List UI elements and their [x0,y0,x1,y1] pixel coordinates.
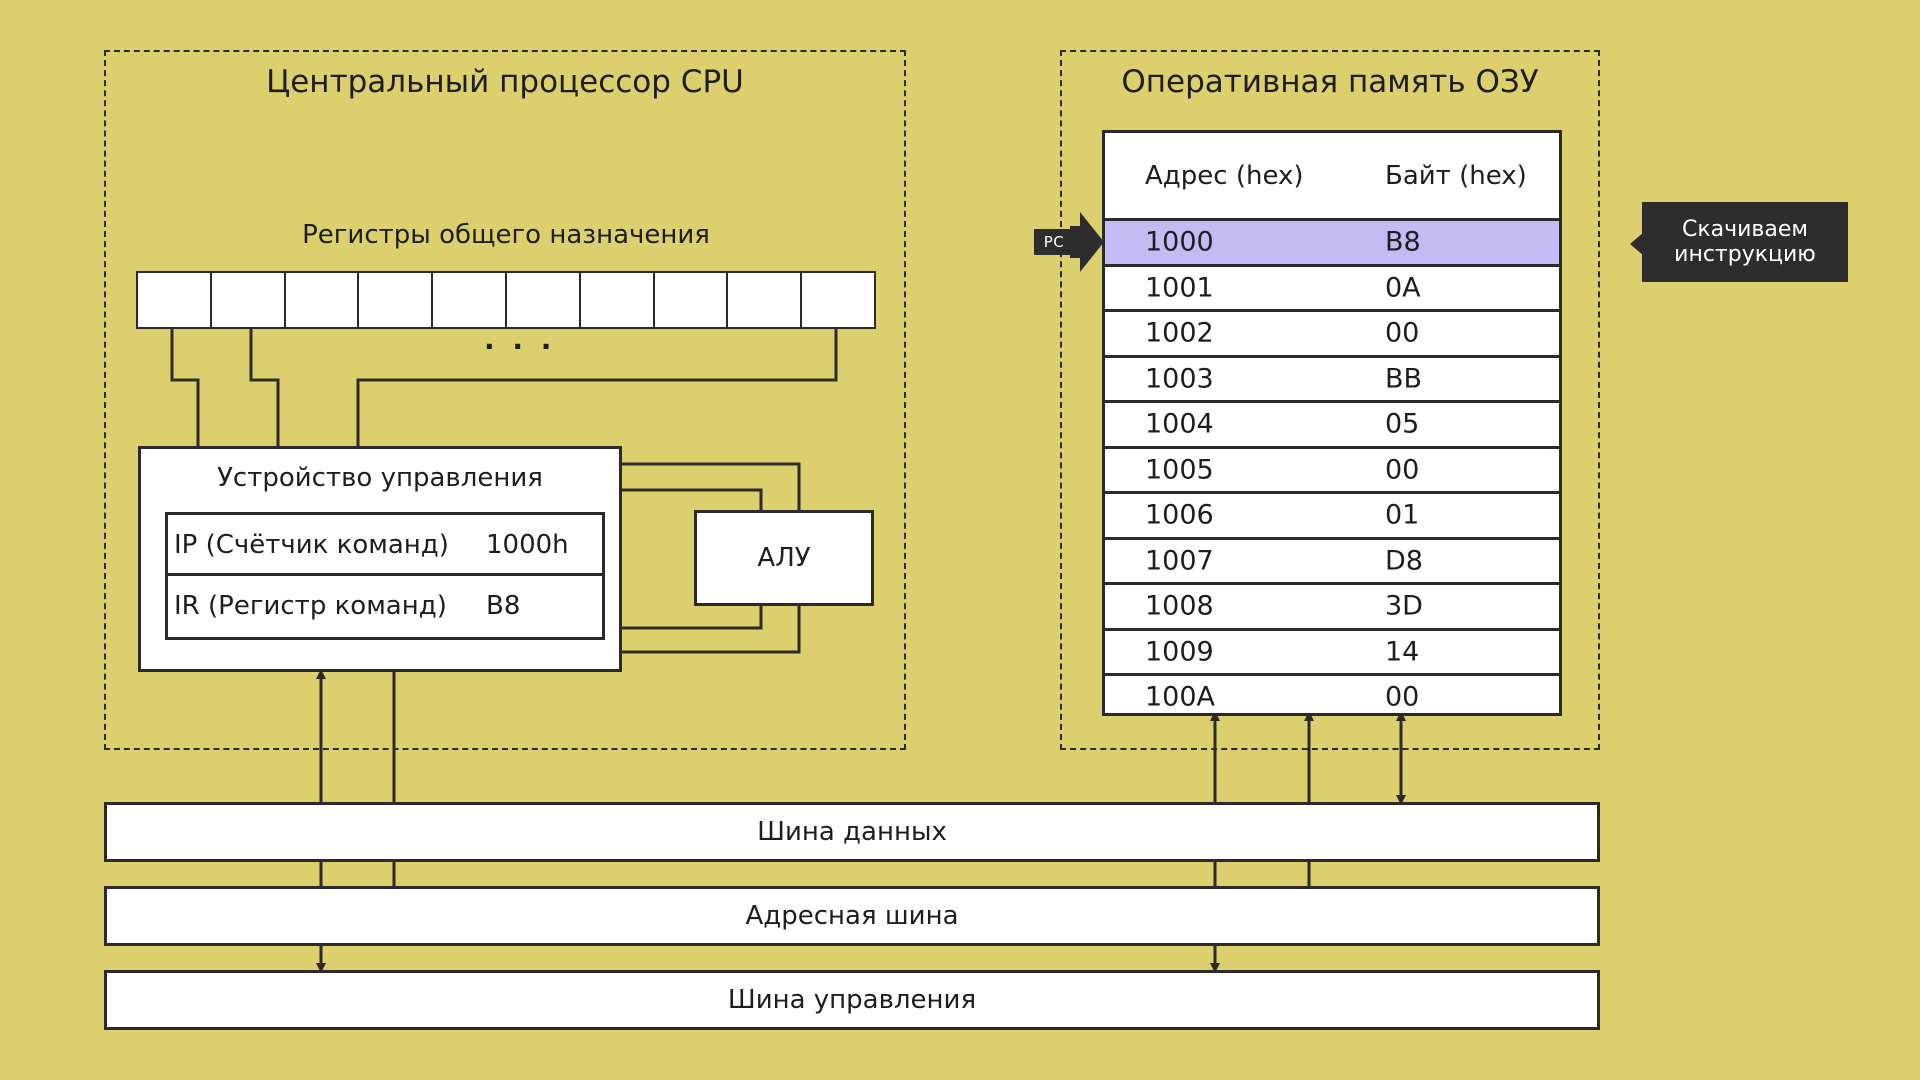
tooltip-pointer [1630,232,1644,256]
memory-title: Оперативная память ОЗУ [1121,64,1539,100]
memory-row: 1008 3D [1105,582,1559,628]
memory-header-byte: Байт (hex) [1385,161,1527,191]
memory-byte: 00 [1385,454,1420,486]
control-unit-title: Устройство управления [217,463,543,493]
register-cell [726,271,803,329]
memory-row: 1005 00 [1105,445,1559,492]
memory-address: 1006 [1145,499,1214,531]
ir-value: B8 [486,591,521,621]
register-cell [431,271,508,329]
ip-label: IP (Счётчик команд) [174,530,449,560]
memory-byte: 01 [1385,499,1420,531]
register-cell [136,271,213,329]
memory-header-address: Адрес (hex) [1145,161,1304,191]
tooltip-line-1: Скачиваем [1681,216,1808,242]
alu-link-top-inner [620,488,763,512]
control-unit: Устройство управления IP (Счётчик команд… [138,446,622,672]
cpu-title: Центральный процессор CPU [266,64,744,100]
ip-value: 1000h [486,530,569,560]
register-cell [357,271,434,329]
alu-box: АЛУ [694,510,874,606]
memory-row: 1009 14 [1105,627,1559,674]
address-bus: Адресная шина [104,886,1600,946]
memory-rows: 1000 B8 1001 0A 1002 00 1003 BB 1004 05 1005 00 1006… [1105,218,1559,716]
memory-byte: BB [1385,363,1423,395]
memory-byte: 14 [1385,636,1420,668]
register-cell [283,271,360,329]
register-cell [209,271,287,329]
memory-byte: 3D [1385,590,1423,622]
registers-title: Регистры общего назначения [302,220,710,250]
memory-row: 1002 00 [1105,309,1559,355]
memory-byte: B8 [1385,226,1421,258]
register-cell [652,271,729,329]
reg-link-2 [249,328,280,448]
registers-ellipsis: · · · [484,330,556,363]
memory-row: 1003 BB [1105,354,1559,401]
data-bus: Шина данных [104,802,1600,862]
memory-address: 100A [1145,681,1216,713]
memory-address: 1004 [1145,408,1214,440]
reg-link-1 [170,328,200,448]
register-cell [578,271,656,329]
cpu-frame [104,50,906,750]
memory-address: 1002 [1145,317,1214,349]
memory-table: Адрес (hex) Байт (hex) 1000 B8 1001 0A 1002 0… [1102,130,1562,716]
memory-address: 1008 [1145,590,1214,622]
memory-byte: 05 [1385,408,1420,440]
pc-pointer-tag: PC [1034,229,1074,255]
memory-address: 1000 [1145,226,1214,258]
reg-link-3 [356,328,838,448]
pc-pointer-arrow [1070,212,1104,272]
ip-register: IP (Счётчик команд) 1000h [168,515,602,576]
fetch-instruction-tooltip: Скачиваем инструкцию [1642,202,1848,282]
control-bus: Шина управления [104,970,1600,1030]
memory-row: 1006 01 [1105,491,1559,537]
memory-address: 1005 [1145,454,1214,486]
memory-byte: 00 [1385,317,1420,349]
memory-row: 1000 B8 [1105,218,1559,264]
memory-byte: 0A [1385,272,1421,304]
general-registers [136,271,877,329]
register-cell [505,271,582,329]
ir-register: IR (Регистр команд) B8 [168,576,602,637]
memory-row: 100A 00 [1105,673,1559,719]
memory-row: 1004 05 [1105,400,1559,446]
alu-link-bottom-outer [620,604,801,654]
memory-byte: 00 [1385,681,1420,713]
ir-label: IR (Регистр команд) [174,591,447,621]
memory-address: 1003 [1145,363,1214,395]
memory-address: 1007 [1145,545,1214,577]
memory-row: 1001 0A [1105,263,1559,310]
alu-link-bottom-inner [620,604,763,630]
tooltip-line-2: инструкцию [1674,242,1816,267]
memory-address: 1009 [1145,636,1214,668]
memory-frame [1060,50,1600,750]
alu-link-top-outer [620,462,801,512]
register-cell [800,271,877,329]
memory-row: 1007 D8 [1105,536,1559,583]
memory-byte: D8 [1385,545,1423,577]
cu-registers: IP (Счётчик команд) 1000h IR (Регистр ко… [165,512,605,640]
memory-address: 1001 [1145,272,1214,304]
